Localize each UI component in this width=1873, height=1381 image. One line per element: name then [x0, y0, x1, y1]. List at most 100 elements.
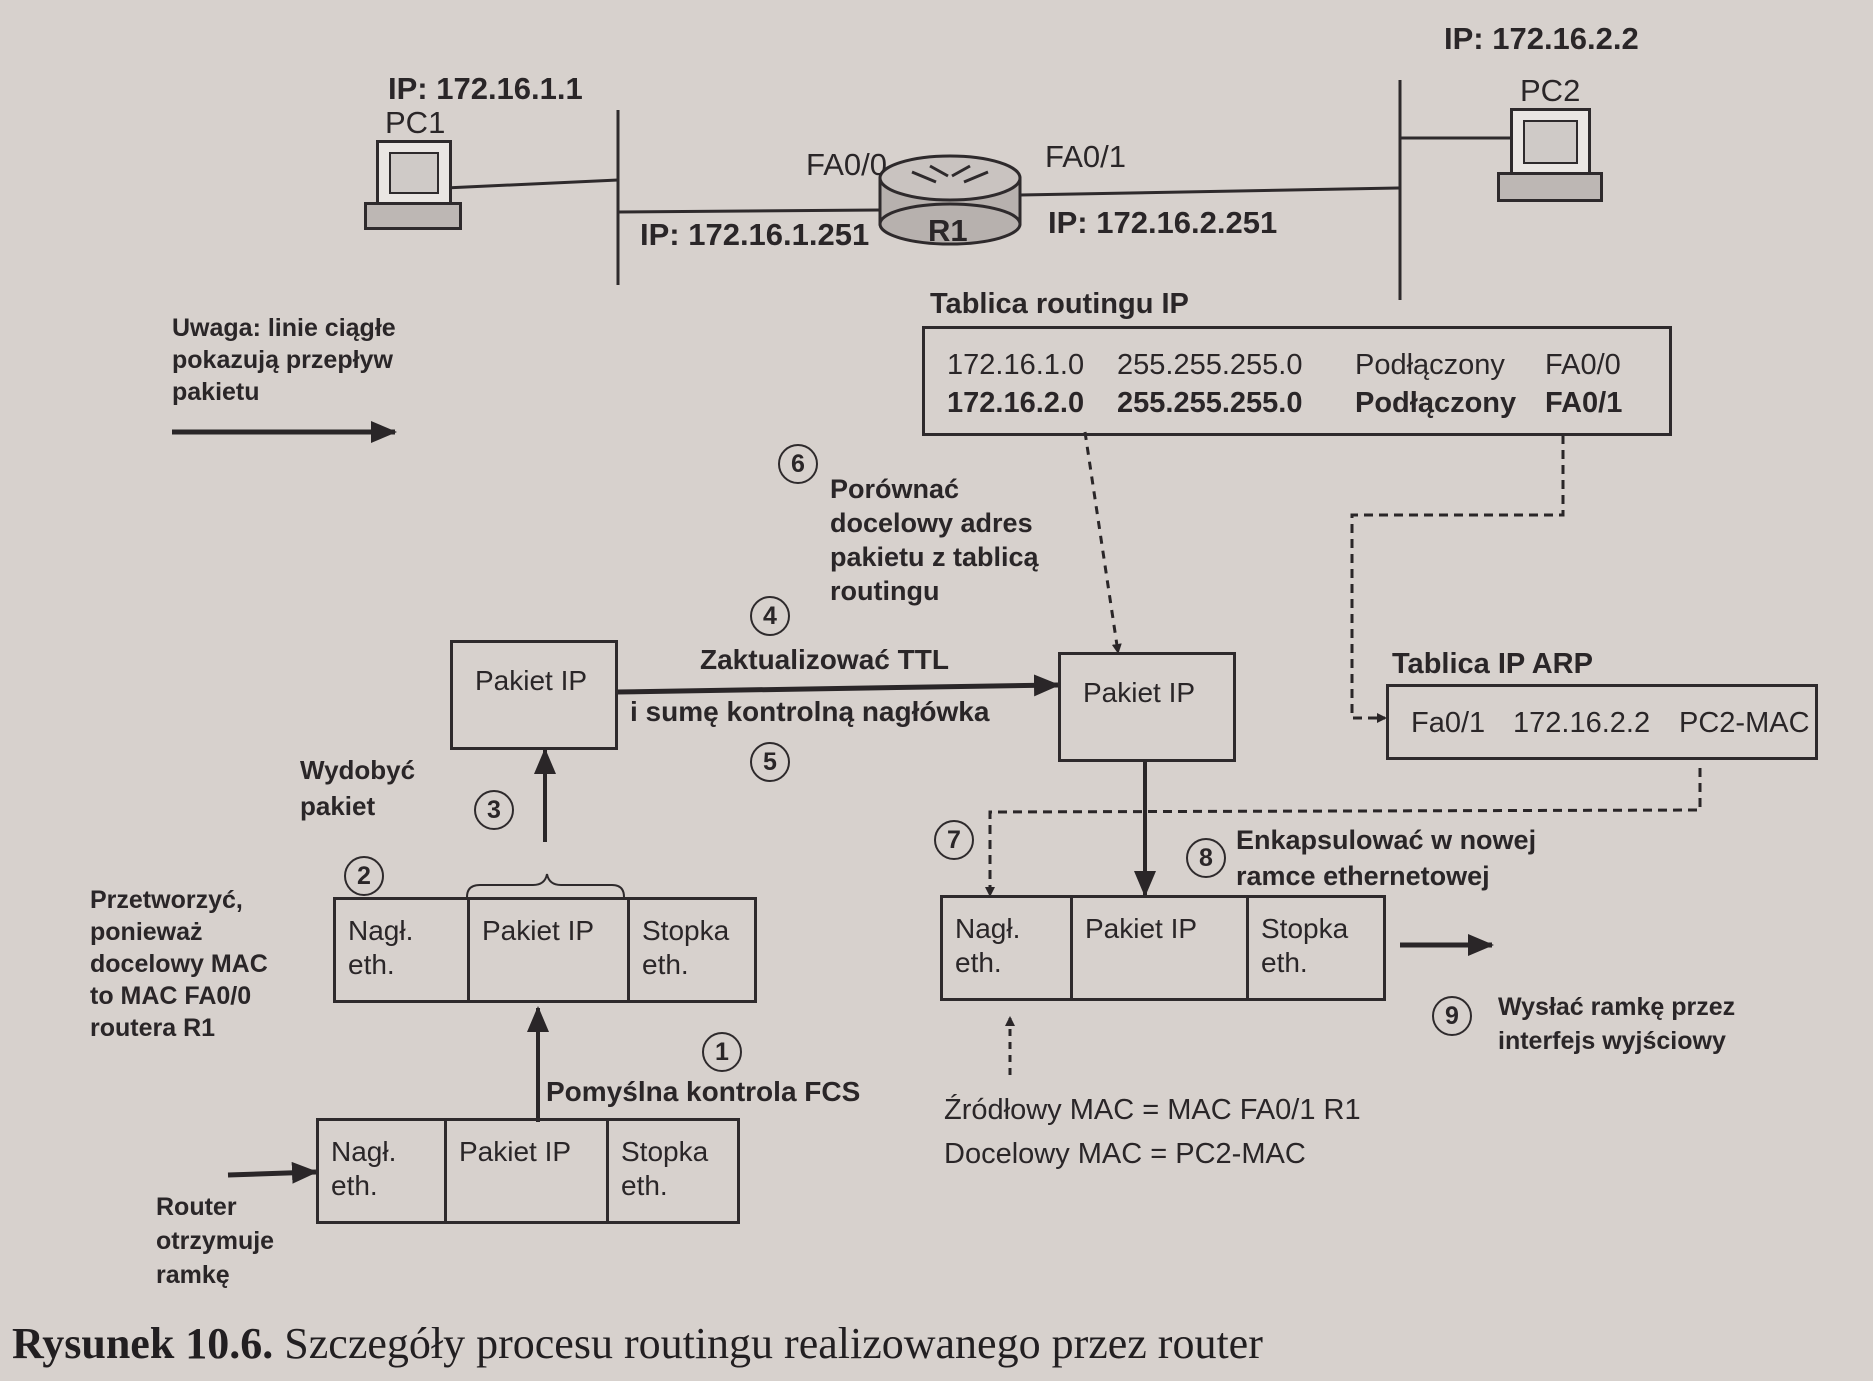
processed-frame-header: Nagł. eth.	[336, 900, 470, 1000]
note-line-3: pakietu	[172, 378, 260, 406]
step-9-marker: 9	[1432, 996, 1472, 1036]
step-9-line-1: Wysłać ramkę przez	[1498, 993, 1736, 1021]
receive-text: Router otrzymuje ramkę	[156, 1190, 274, 1292]
step-1-marker: 1	[702, 1032, 742, 1072]
step-9-text: Wysłać ramkę przez interfejs wyjściowy	[1498, 990, 1735, 1058]
step-8-line-2: ramce ethernetowej	[1236, 861, 1490, 891]
extracted-packet-label: Pakiet IP	[475, 665, 588, 696]
arp-table-title: Tablica IP ARP	[1392, 648, 1593, 680]
processed-packet-label: Pakiet IP	[482, 915, 595, 946]
step-8-marker: 8	[1186, 838, 1226, 878]
rt-row2-net: 172.16.2.0	[947, 387, 1085, 419]
arp-ip: 172.16.2.2	[1513, 707, 1651, 739]
received-frame-trailer: Stopka eth.	[609, 1121, 737, 1221]
arp-iface: Fa0/1	[1411, 707, 1486, 739]
source-mac: Źródłowy MAC = MAC FA0/1 R1	[944, 1094, 1361, 1126]
receive-line-1: Router	[156, 1193, 237, 1221]
step-2-line-1: Przetworzyć,	[90, 886, 243, 914]
destination-mac: Docelowy MAC = PC2-MAC	[944, 1138, 1306, 1170]
processed-frame: Nagł. eth. Pakiet IP Stopka eth.	[333, 897, 757, 1003]
new-header-line-1: Nagł.	[955, 913, 1021, 944]
step-8-line-1: Enkapsulować w nowej	[1236, 825, 1537, 855]
rt-row2-iface: FA0/1	[1545, 387, 1623, 419]
step-6-marker: 6	[778, 444, 818, 484]
rt-row2-type: Podłączony	[1355, 387, 1517, 419]
received-frame-header: Nagł. eth.	[319, 1121, 447, 1221]
processed-frame-packet: Pakiet IP	[470, 900, 630, 1000]
arp-mac: PC2-MAC	[1679, 707, 1810, 739]
step-2-line-2: ponieważ	[90, 918, 203, 946]
received-header-line-1: Nagł.	[331, 1136, 397, 1167]
new-header-line-2: eth.	[955, 946, 1002, 978]
step-7-marker: 7	[934, 820, 974, 860]
router-ip-fa01: IP: 172.16.2.251	[1048, 205, 1278, 240]
step-3-line-1: Wydobyć	[300, 755, 416, 785]
routing-table: 172.16.1.0 255.255.255.0 Podłączony FA0/…	[922, 326, 1672, 436]
receive-line-2: otrzymuje	[156, 1227, 275, 1255]
arp-table: Fa0/1 172.16.2.2 PC2-MAC	[1386, 684, 1818, 760]
router-ip-fa00: IP: 172.16.1.251	[640, 217, 870, 252]
step-3-line-2: pakiet	[300, 791, 376, 821]
receive-line-3: ramkę	[156, 1261, 230, 1289]
router-if-fa01: FA0/1	[1045, 139, 1126, 174]
rt-row2-mask: 255.255.255.0	[1117, 387, 1303, 419]
new-trailer-line-1: Stopka	[1261, 913, 1349, 944]
step-3-text: Wydobyć pakiet	[300, 752, 415, 824]
rt-row1-net: 172.16.1.0	[947, 349, 1085, 381]
step-6-line-2: docelowy adres	[830, 508, 1033, 538]
step-4-marker: 4	[750, 596, 790, 636]
updated-packet-label: Pakiet IP	[1083, 677, 1196, 708]
step-6-line-4: routingu	[830, 576, 940, 606]
rt-row1-type: Podłączony	[1355, 349, 1505, 381]
step-1-text: Pomyślna kontrola FCS	[546, 1076, 861, 1107]
new-ethernet-frame: Nagł. eth. Pakiet IP Stopka eth.	[940, 895, 1386, 1001]
new-frame-trailer: Stopka eth.	[1249, 898, 1383, 998]
pc2-ip: IP: 172.16.2.2	[1444, 21, 1639, 56]
rt-row1-iface: FA0/0	[1545, 349, 1621, 381]
pc1-ip: IP: 172.16.1.1	[388, 71, 583, 106]
step-2-line-3: docelowy MAC	[90, 950, 268, 978]
new-frame-header: Nagł. eth.	[943, 898, 1073, 998]
processed-trailer-line-2: eth.	[642, 948, 689, 980]
pc2-label: PC2	[1520, 73, 1581, 108]
routing-table-title: Tablica routingu IP	[930, 288, 1189, 320]
router-label: R1	[928, 213, 968, 248]
step-5-text: i sumę kontrolną nagłówka	[630, 696, 990, 727]
updated-ip-packet: Pakiet IP	[1058, 652, 1236, 762]
new-trailer-line-2: eth.	[1261, 946, 1308, 978]
step-2-marker: 2	[344, 856, 384, 896]
note-line-1: Uwaga: linie ciągłe	[172, 314, 396, 342]
caption-text: Szczegóły procesu routingu realizowanego…	[284, 1319, 1263, 1368]
received-header-line-2: eth.	[331, 1169, 378, 1201]
note-text: Uwaga: linie ciągłe pokazują przepływ pa…	[172, 312, 396, 408]
step-2-line-4: to MAC FA0/0	[90, 982, 252, 1010]
figure-caption: Rysunek 10.6. Szczegóły procesu routingu…	[12, 1318, 1263, 1369]
rt-row1-mask: 255.255.255.0	[1117, 349, 1303, 381]
step-6-text: Porównać docelowy adres pakietu z tablic…	[830, 472, 1039, 608]
processed-frame-trailer: Stopka eth.	[630, 900, 754, 1000]
step-4-text: Zaktualizować TTL	[700, 644, 949, 675]
received-frame-packet: Pakiet IP	[447, 1121, 609, 1221]
received-trailer-line-1: Stopka	[621, 1136, 709, 1167]
processed-header-line-2: eth.	[348, 948, 395, 980]
received-trailer-line-2: eth.	[621, 1169, 668, 1201]
received-packet-label: Pakiet IP	[459, 1136, 572, 1167]
received-frame: Nagł. eth. Pakiet IP Stopka eth.	[316, 1118, 740, 1224]
mac-info: Źródłowy MAC = MAC FA0/1 R1 Docelowy MAC…	[944, 1088, 1361, 1176]
pc1-label: PC1	[385, 105, 446, 140]
step-2-text: Przetworzyć, ponieważ docelowy MAC to MA…	[90, 884, 268, 1044]
step-6-line-1: Porównać	[830, 474, 960, 504]
note-line-2: pokazują przepływ	[172, 346, 393, 374]
step-6-line-3: pakietu z tablicą	[830, 542, 1039, 572]
caption-label: Rysunek 10.6.	[12, 1319, 274, 1368]
step-3-marker: 3	[474, 790, 514, 830]
step-5-marker: 5	[750, 742, 790, 782]
processed-header-line-1: Nagł.	[348, 915, 414, 946]
router-icon	[878, 154, 1022, 246]
step-8-text: Enkapsulować w nowej ramce ethernetowej	[1236, 822, 1536, 894]
processed-trailer-line-1: Stopka	[642, 915, 730, 946]
new-packet-label: Pakiet IP	[1085, 913, 1198, 944]
step-9-line-2: interfejs wyjściowy	[1498, 1027, 1726, 1055]
